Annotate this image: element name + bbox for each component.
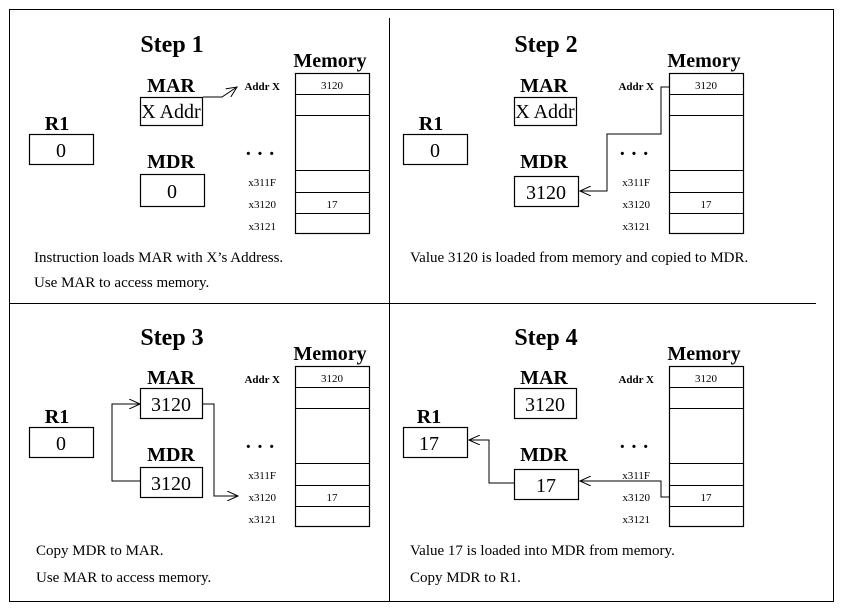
address-x3121: x3121 xyxy=(623,221,651,233)
r1-label: R1 xyxy=(45,113,69,135)
memory-cell-addr-x-value: 3120 xyxy=(321,373,344,385)
memory-cell-addr-x-value: 3120 xyxy=(695,80,718,92)
arrow-memory-to-mdr xyxy=(580,481,669,498)
r1-value: 0 xyxy=(56,140,66,162)
caption-line-1: Value 17 is loaded into MDR from memory. xyxy=(410,543,675,559)
step-title: Step 1 xyxy=(140,32,203,58)
panel-step-2: Step 2 Memory 3120 17 Addr X · · · x311F… xyxy=(402,32,748,266)
address-x3120: x3120 xyxy=(623,492,651,504)
step-title: Step 2 xyxy=(514,32,577,58)
r1-label: R1 xyxy=(417,406,441,428)
memory-column: 3120 17 xyxy=(668,72,745,235)
r1-register xyxy=(402,133,469,166)
addr-x-label: Addr X xyxy=(618,374,654,386)
memory-title: Memory xyxy=(293,50,366,72)
mdr-label: MDR xyxy=(147,151,195,173)
memory-column: 3120 17 xyxy=(294,365,371,528)
memory-cell-x3120-value: 17 xyxy=(327,199,339,211)
address-x3120: x3120 xyxy=(623,199,651,211)
r1-label: R1 xyxy=(419,113,443,135)
r1-label: R1 xyxy=(45,406,69,428)
r1-register xyxy=(28,426,95,459)
address-x3121: x3121 xyxy=(249,221,277,233)
mar-label: MAR xyxy=(520,367,568,389)
step-title: Step 3 xyxy=(140,325,203,351)
arrow-mdr-to-mar xyxy=(111,404,140,482)
mdr-value: 0 xyxy=(167,181,177,203)
mdr-value: 17 xyxy=(536,475,556,497)
address-x3121: x3121 xyxy=(623,514,651,526)
ellipsis: · · · xyxy=(619,436,649,458)
mar-value: 3120 xyxy=(525,394,565,416)
memory-cell-x3120-value: 17 xyxy=(327,492,339,504)
memory-cell-x3120-value: 17 xyxy=(701,492,713,504)
mdr-label: MDR xyxy=(520,444,568,466)
mar-register xyxy=(139,96,204,127)
panel-step-4: Step 4 Memory 3120 17 Addr X · · · x311F… xyxy=(402,325,745,586)
panel-step-1: Step 1 Memory 3120 17 Addr X · · · x311F… xyxy=(28,32,371,291)
caption-line-2: Use MAR to access memory. xyxy=(34,275,209,291)
panel-step-3: Step 3 Memory 3120 17 Addr X · · · x311F… xyxy=(28,325,371,586)
memory-cell-addr-x-value: 3120 xyxy=(321,80,344,92)
r1-register xyxy=(28,133,95,166)
outer-frame xyxy=(9,9,834,602)
ellipsis: · · · xyxy=(245,143,275,165)
memory-title: Memory xyxy=(293,343,366,365)
memory-title: Memory xyxy=(667,343,740,365)
mdr-label: MDR xyxy=(147,444,195,466)
mar-label: MAR xyxy=(520,75,568,97)
memory-column: 3120 17 xyxy=(294,72,371,235)
caption-line-2: Use MAR to access memory. xyxy=(36,570,211,586)
mdr-register xyxy=(139,173,206,208)
mdr-label: MDR xyxy=(520,151,568,173)
caption-line-1: Copy MDR to MAR. xyxy=(36,543,164,559)
caption-line-2: Copy MDR to R1. xyxy=(410,570,521,586)
address-x311f: x311F xyxy=(622,470,650,482)
mdr-register xyxy=(139,466,204,499)
mdr-value: 3120 xyxy=(151,473,191,495)
addr-x-label: Addr X xyxy=(244,374,280,386)
address-x3120: x3120 xyxy=(249,199,277,211)
mar-register xyxy=(513,387,578,420)
r1-value: 17 xyxy=(419,433,439,455)
mar-label: MAR xyxy=(147,367,195,389)
r1-register xyxy=(402,426,469,459)
memory-column: 3120 17 xyxy=(668,365,745,528)
mdr-register xyxy=(513,468,580,501)
address-x3120: x3120 xyxy=(249,492,277,504)
arrow-memory-to-mdr xyxy=(580,86,669,191)
arrow-mar-to-addr-x xyxy=(203,87,237,98)
addr-x-label: Addr X xyxy=(244,81,280,93)
mdr-register xyxy=(513,175,580,208)
mar-label: MAR xyxy=(147,75,195,97)
address-x311f: x311F xyxy=(248,177,276,189)
caption-line-1: Value 3120 is loaded from memory and cop… xyxy=(410,250,748,266)
address-x311f: x311F xyxy=(248,470,276,482)
memory-title: Memory xyxy=(667,50,740,72)
arrow-mdr-to-r1 xyxy=(469,440,514,484)
mar-value: X Addr xyxy=(141,101,201,123)
step-title: Step 4 xyxy=(514,325,577,351)
ellipsis: · · · xyxy=(245,436,275,458)
mar-value: 3120 xyxy=(151,394,191,416)
mar-register xyxy=(513,96,578,127)
memory-cell-x3120-value: 17 xyxy=(701,199,713,211)
memory-cell-addr-x-value: 3120 xyxy=(695,373,718,385)
address-x311f: x311F xyxy=(622,177,650,189)
r1-value: 0 xyxy=(430,140,440,162)
mdr-value: 3120 xyxy=(526,182,566,204)
caption-line-1: Instruction loads MAR with X’s Address. xyxy=(34,250,283,266)
arrow-mar-to-x3120 xyxy=(203,403,238,496)
addr-x-label: Addr X xyxy=(618,81,654,93)
address-x3121: x3121 xyxy=(249,514,277,526)
ellipsis: · · · xyxy=(619,143,649,165)
r1-value: 0 xyxy=(56,433,66,455)
mar-value: X Addr xyxy=(515,101,575,123)
